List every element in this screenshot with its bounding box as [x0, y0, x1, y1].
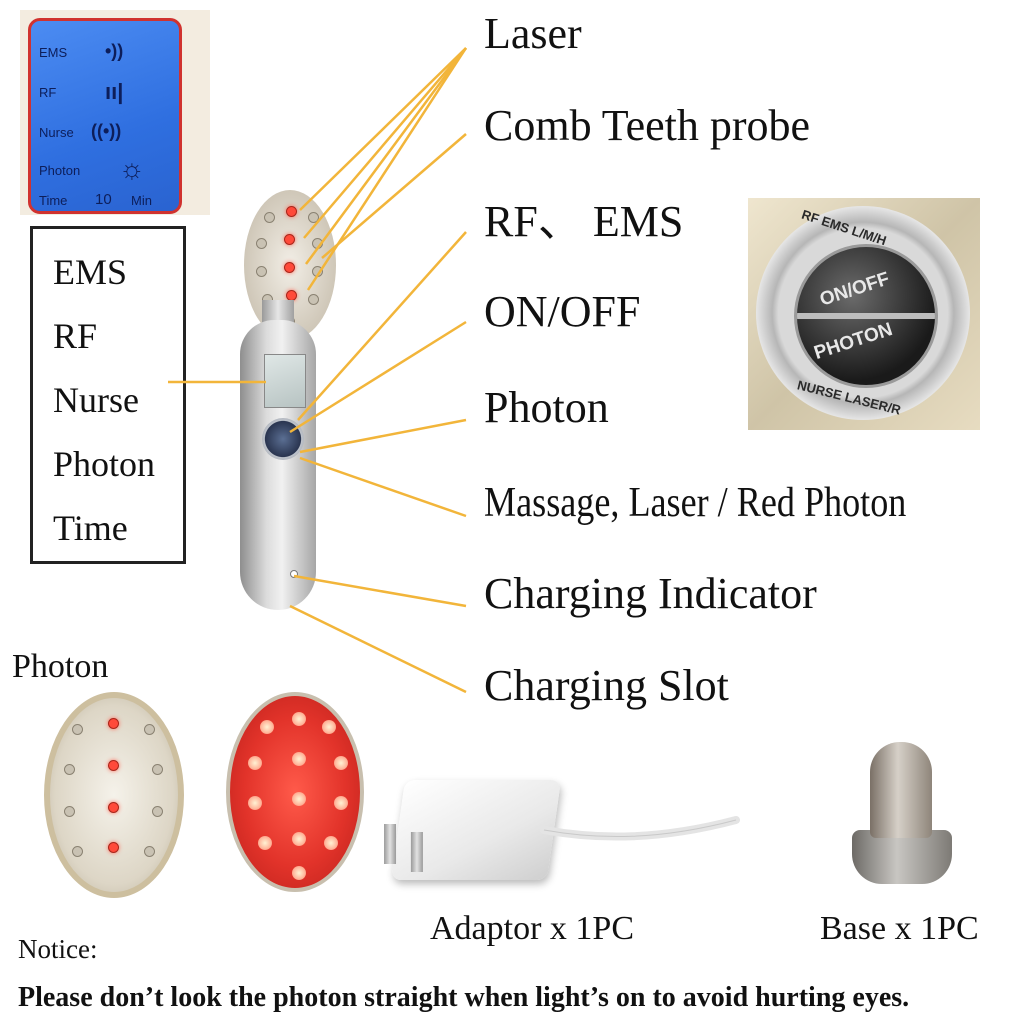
callout-charging-slot: Charging Slot — [484, 661, 729, 710]
lcd-label-photon: Photon — [39, 163, 81, 178]
ring-label-top: RF EMS L/M/H — [799, 206, 889, 249]
device-lcd-screen — [264, 354, 306, 408]
lcd-time-value: 10 — [95, 191, 112, 208]
comb-head-light-on — [226, 692, 364, 892]
leader-laser-4 — [306, 47, 468, 291]
rf-bars-icon: ıı| — [105, 79, 124, 104]
lcd-label-ems: EMS — [39, 45, 68, 60]
notice-title: Notice: — [18, 934, 98, 964]
mode-list-box: EMS RF Nurse Photon Time — [30, 226, 186, 564]
device-power-button[interactable] — [262, 418, 304, 460]
notice-text: Please don’t look the photon straight wh… — [18, 982, 910, 1013]
leader-laser-2 — [303, 47, 467, 239]
callout-laser: Laser — [484, 9, 582, 58]
mode-rf: RF — [53, 316, 98, 356]
button-divider — [797, 313, 935, 319]
comb-head-light-off — [44, 692, 184, 898]
adaptor-photo — [384, 780, 562, 880]
on-off-label: ON/OFF — [817, 268, 893, 311]
leader-massage — [299, 456, 467, 518]
on-off-photon-button[interactable]: ON/OFF PHOTON — [794, 244, 938, 388]
leader-laser-1 — [299, 47, 467, 211]
leader-charging-slot — [289, 604, 467, 694]
callout-on-off: ON/OFF — [484, 287, 641, 336]
lcd-label-time: Time — [39, 193, 68, 208]
mode-photon: Photon — [53, 444, 156, 484]
callout-comb-teeth: Comb Teeth probe — [484, 101, 811, 150]
photon-button-label: PHOTON — [811, 319, 896, 365]
mode-ems: EMS — [53, 252, 128, 292]
sun-icon: ☼ — [119, 153, 145, 184]
lcd-time-unit: Min — [131, 193, 152, 208]
leader-on-off — [289, 320, 467, 434]
base-caption: Base x 1PC — [820, 910, 979, 947]
callout-photon: Photon — [484, 383, 609, 432]
adaptor-cable — [540, 816, 740, 841]
lcd-display: EMS •)) RF ıı| Nurse ((•)) Photon ☼ Time… — [28, 18, 182, 214]
charging-indicator-led — [290, 570, 298, 578]
leader-laser-3 — [304, 47, 468, 265]
lcd-panel-photo: EMS •)) RF ıı| Nurse ((•)) Photon ☼ Time… — [20, 10, 210, 215]
adaptor-caption: Adaptor x 1PC — [430, 910, 634, 947]
lcd-label-nurse: Nurse — [39, 125, 74, 140]
mode-nurse: Nurse — [53, 380, 139, 420]
callout-massage-laser: Massage, Laser / Red Photon — [484, 480, 907, 526]
adaptor-prong-left — [384, 824, 397, 864]
callout-rf-ems: RF、 EMS — [484, 197, 684, 246]
nurse-wave-icon: ((•)) — [91, 121, 122, 141]
button-closeup-photo: RF EMS L/M/H NURSE LASER/R ON/OFF PHOTON — [748, 198, 980, 430]
leader-charging-indicator — [293, 574, 467, 608]
leader-comb-teeth — [321, 133, 467, 259]
leader-photon — [299, 418, 467, 454]
base-photo — [870, 742, 932, 838]
callout-charging-indicator: Charging Indicator — [484, 569, 817, 618]
leader-rf-ems — [297, 231, 467, 421]
button-ring: RF EMS L/M/H NURSE LASER/R ON/OFF PHOTON — [756, 206, 970, 420]
base-foot — [852, 830, 952, 884]
mode-time: Time — [53, 508, 128, 548]
ems-signal-icon: •)) — [105, 41, 124, 61]
adaptor-prong-right — [410, 832, 423, 872]
photon-section-label: Photon — [12, 648, 109, 685]
lcd-label-rf: RF — [39, 85, 57, 100]
